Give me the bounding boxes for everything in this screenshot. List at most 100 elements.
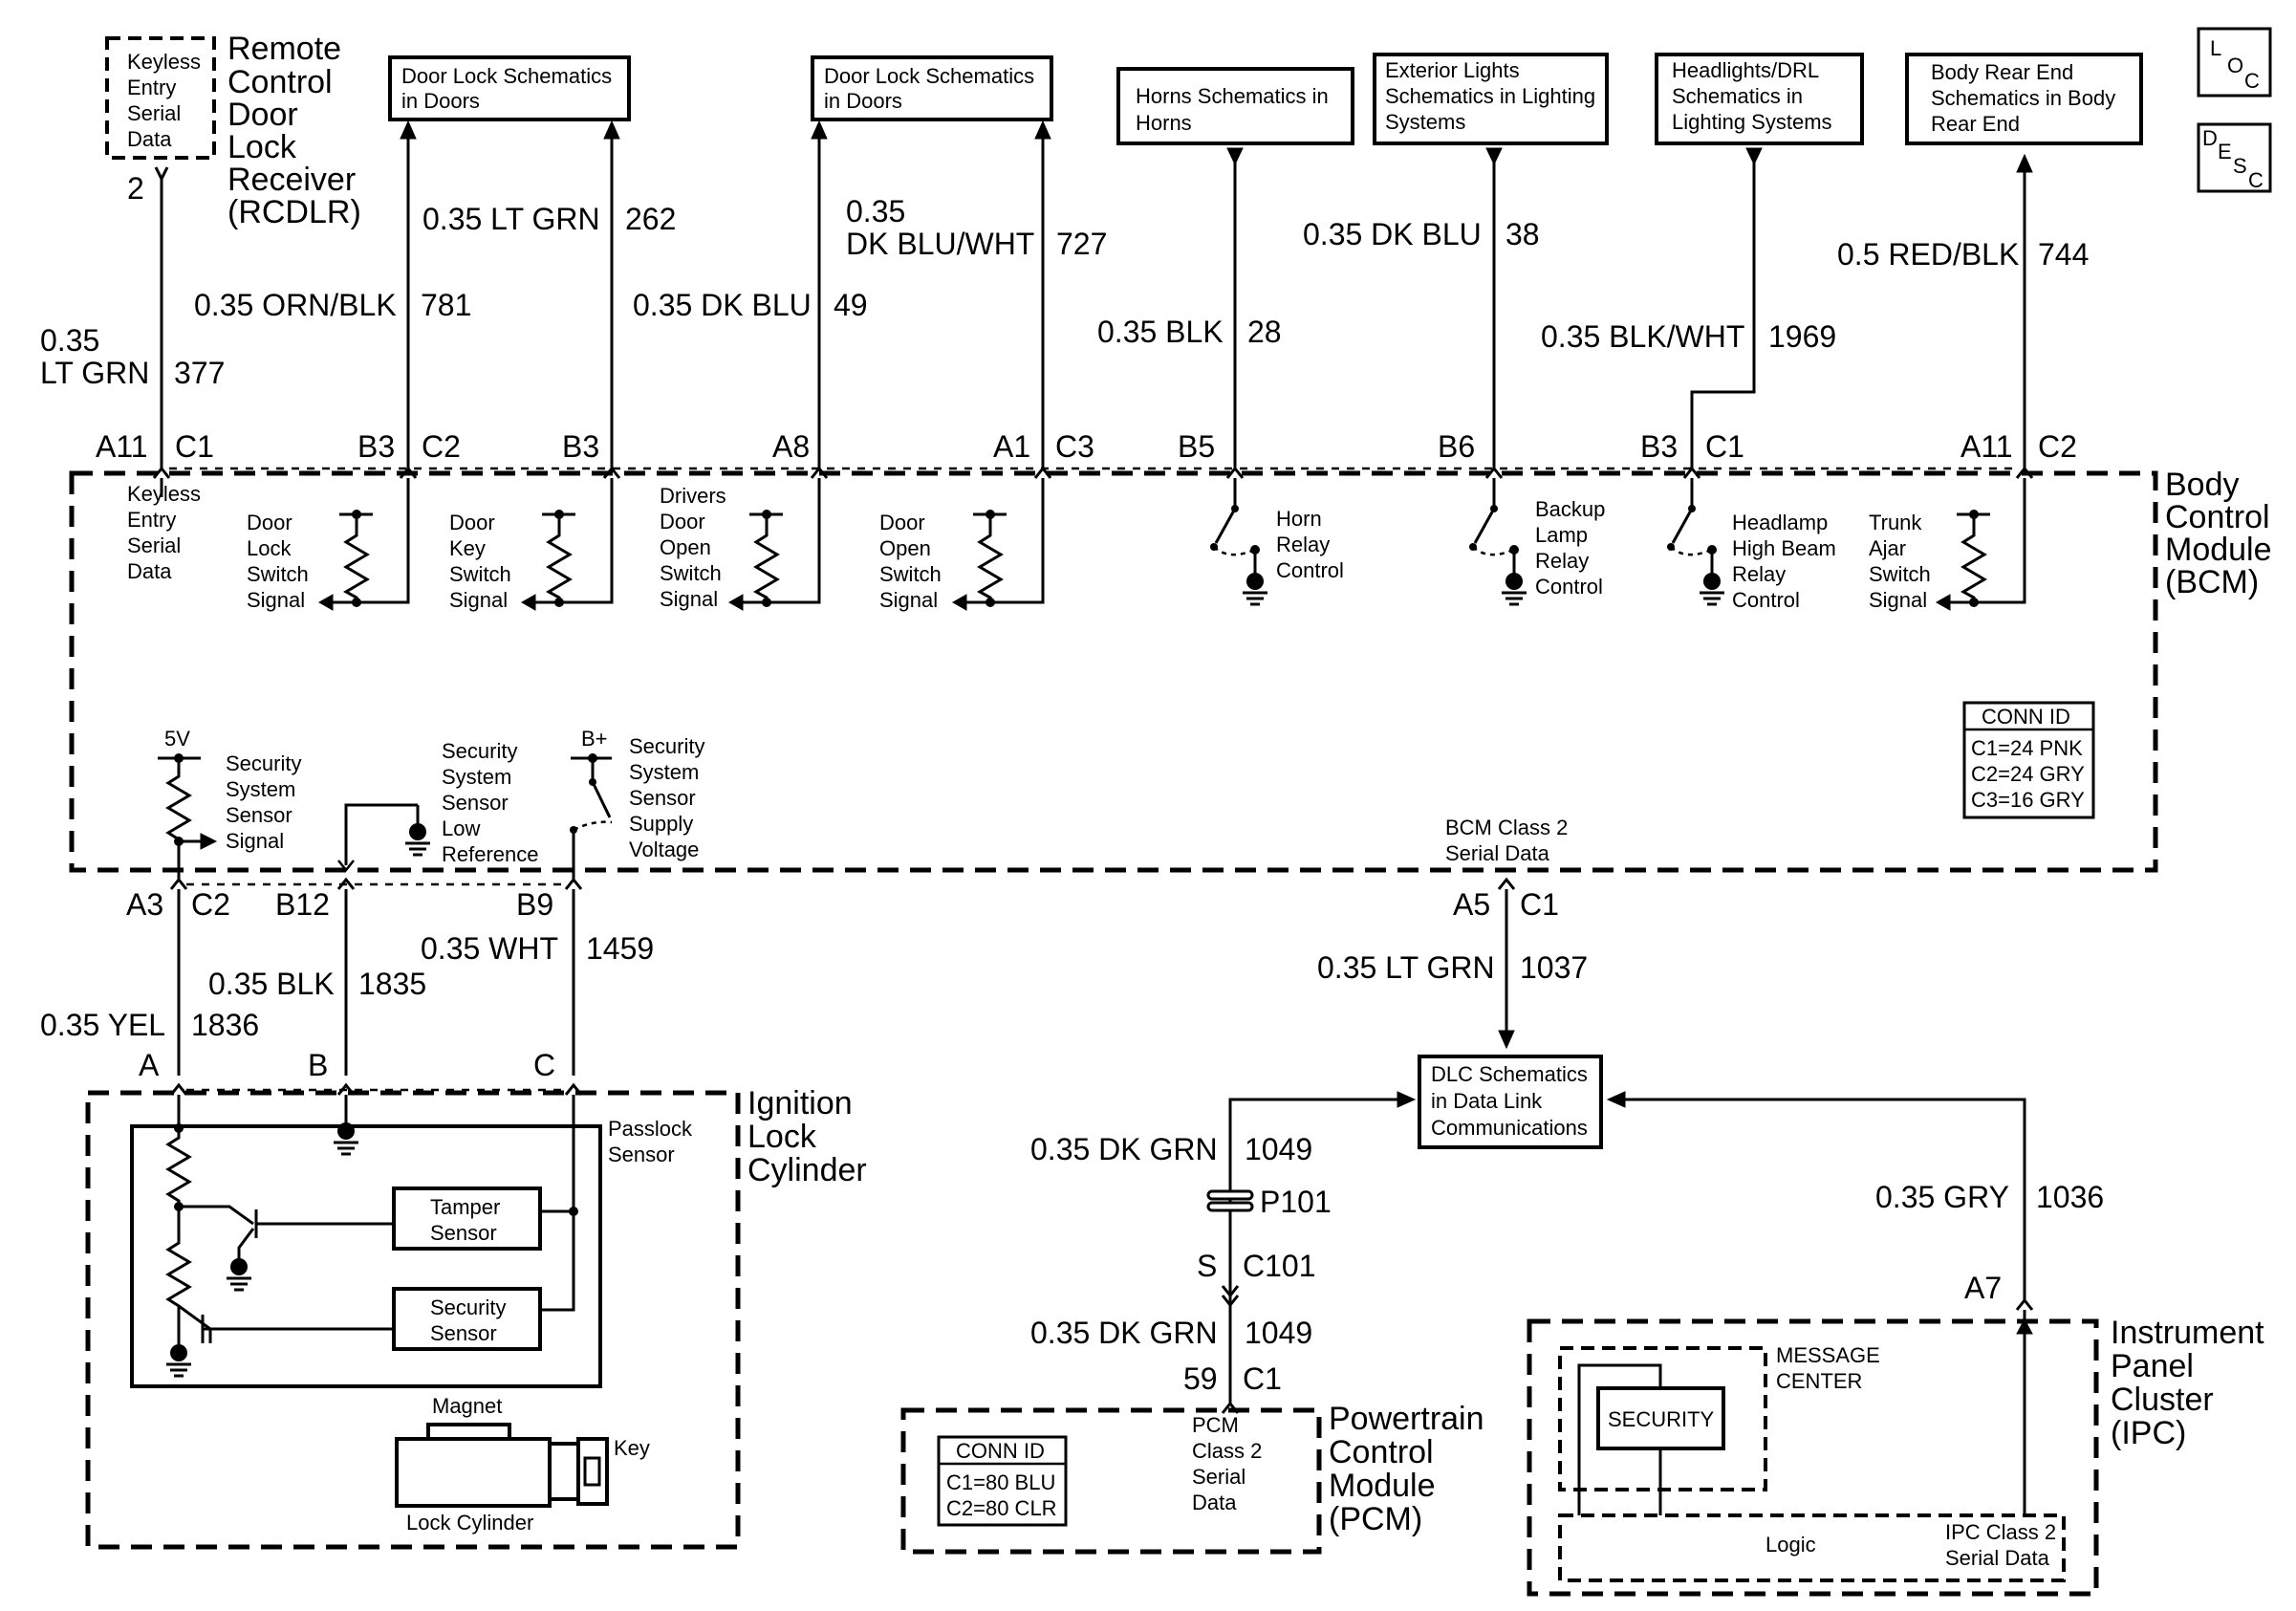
- wire-1036-circuit: 1036: [2036, 1180, 2104, 1214]
- svg-text:C: C: [2248, 168, 2264, 192]
- rcdlr-component: Keyless Entry Serial Data Remote Control…: [105, 31, 361, 230]
- wire-1969-circuit: 1969: [1768, 319, 1836, 354]
- desc-icon[interactable]: D E S C: [2197, 122, 2272, 193]
- exterior-lights-schematics-link[interactable]: Exterior Lights Schematics in Lighting S…: [1373, 53, 1609, 145]
- wire-1459-label: 0.35 WHT: [421, 931, 558, 966]
- horns-schematics-link[interactable]: Horns Schematics in Horns: [1116, 67, 1354, 145]
- svg-text:Data: Data: [127, 559, 172, 583]
- svg-text:Control: Control: [227, 64, 333, 100]
- tamper-sensor: Tamper Sensor: [392, 1186, 542, 1251]
- svg-text:SECURITY: SECURITY: [1608, 1407, 1715, 1431]
- pin-a1-c3-a: A1: [993, 429, 1030, 464]
- svg-text:(IPC): (IPC): [2111, 1415, 2186, 1451]
- svg-text:Sensor: Sensor: [430, 1321, 497, 1345]
- svg-text:(BCM): (BCM): [2165, 564, 2259, 600]
- svg-text:System: System: [629, 760, 699, 784]
- svg-text:Sensor: Sensor: [226, 803, 292, 827]
- ignition-pin-c: C: [533, 1048, 555, 1082]
- pin-b9: B9: [516, 887, 553, 922]
- svg-text:System: System: [226, 777, 295, 801]
- svg-text:Door: Door: [449, 511, 495, 534]
- svg-text:BCM Class 2: BCM Class 2: [1445, 816, 1568, 839]
- svg-text:Ajar: Ajar: [1869, 536, 1906, 560]
- svg-text:Signal: Signal: [226, 829, 284, 853]
- ipc-logic-outline: [1558, 1513, 2066, 1582]
- pcm-title: Powertrain Control Module (PCM): [1329, 1401, 1484, 1537]
- ipc-class2-serial-data-label: IPC Class 2 Serial Data: [1945, 1520, 2056, 1570]
- wire-38-circuit: 38: [1505, 217, 1540, 251]
- svg-text:S: S: [2233, 154, 2247, 178]
- svg-text:Signal: Signal: [879, 588, 938, 612]
- svg-text:Headlights/DRL: Headlights/DRL: [1672, 58, 1819, 82]
- pin-b3-c2-a: B3: [357, 429, 395, 464]
- svg-text:Signal: Signal: [1869, 588, 1927, 612]
- ignition-pin-b: B: [308, 1048, 328, 1082]
- svg-text:Module: Module: [1329, 1468, 1436, 1504]
- svg-text:Data: Data: [127, 127, 172, 151]
- svg-text:Horns Schematics in: Horns Schematics in: [1136, 84, 1329, 108]
- pcm-class2-serial-data-label: PCM Class 2 Serial Data: [1192, 1413, 1262, 1514]
- loc-icon[interactable]: L O C: [2197, 27, 2272, 98]
- svg-text:Schematics in Lighting: Schematics in Lighting: [1385, 84, 1595, 108]
- wire-1037-label: 0.35 LT GRN: [1317, 950, 1495, 985]
- svg-text:C: C: [2244, 69, 2260, 93]
- svg-text:Low: Low: [442, 816, 480, 840]
- svg-text:C3=16 GRY: C3=16 GRY: [1971, 788, 2085, 812]
- security-indicator: SECURITY: [1596, 1386, 1725, 1450]
- pin-a8: A8: [772, 429, 810, 464]
- ignition-lock-cylinder-outline: [85, 1090, 741, 1550]
- bcm-class2-serial-data-label: BCM Class 2 Serial Data: [1445, 816, 1568, 865]
- svg-text:Data: Data: [1192, 1491, 1237, 1514]
- svg-text:Tamper: Tamper: [430, 1195, 500, 1219]
- wire-744-circuit: 744: [2038, 237, 2089, 272]
- wire-28-circuit: 28: [1247, 315, 1282, 349]
- svg-text:Control: Control: [1276, 558, 1344, 582]
- ipc-module-outline: [1527, 1318, 2099, 1597]
- svg-text:PCM: PCM: [1192, 1413, 1239, 1437]
- body-rear-end-schematics-link[interactable]: Body Rear End Schematics in Body Rear En…: [1905, 53, 2143, 145]
- ipc-logic-label: Logic: [1765, 1533, 1816, 1557]
- svg-text:Keyless: Keyless: [127, 50, 201, 74]
- wire-262-label: 0.35 LT GRN: [422, 202, 600, 236]
- svg-text:Exterior Lights: Exterior Lights: [1385, 58, 1520, 82]
- wire-49-label: 0.35 DK BLU: [633, 288, 812, 322]
- svg-text:C2=80 CLR: C2=80 CLR: [946, 1496, 1057, 1520]
- pcm-pin-c1: C1: [1243, 1361, 1282, 1396]
- pin-b5: B5: [1178, 429, 1215, 464]
- svg-text:Sensor: Sensor: [629, 786, 696, 810]
- svg-text:Communications: Communications: [1431, 1116, 1588, 1140]
- svg-text:Security: Security: [442, 739, 517, 763]
- bcm-title: Body Control Module (BCM): [2165, 467, 2272, 600]
- svg-text:Control: Control: [1535, 575, 1603, 599]
- svg-text:Passlock: Passlock: [608, 1117, 693, 1141]
- svg-text:Horn: Horn: [1276, 507, 1322, 531]
- pcm-module-outline: [900, 1407, 1322, 1555]
- security-sensor-supply-voltage-circuit: B+ Security System Sensor Supply Voltage: [570, 727, 704, 880]
- pin-b3-c1-b: C1: [1705, 429, 1744, 464]
- door-lock-schematics-link-2[interactable]: Door Lock Schematics in Doors: [811, 55, 1053, 121]
- wire-262-circuit: 262: [625, 202, 676, 236]
- svg-text:Lock: Lock: [247, 536, 292, 560]
- svg-text:DLC Schematics: DLC Schematics: [1431, 1062, 1588, 1086]
- dlc-schematics-link[interactable]: DLC Schematics in Data Link Communicatio…: [1418, 1055, 1603, 1149]
- svg-text:System: System: [442, 765, 511, 789]
- message-center-label: MESSAGE CENTER: [1776, 1343, 1880, 1393]
- svg-text:Open: Open: [660, 535, 711, 559]
- door-lock-schematics-link-1[interactable]: Door Lock Schematics in Doors: [388, 55, 631, 121]
- svg-text:Serial Data: Serial Data: [1445, 841, 1550, 865]
- svg-text:E: E: [2218, 140, 2232, 163]
- wire-727-color: DK BLU/WHT: [846, 227, 1034, 261]
- pcm-pin-59: 59: [1183, 1361, 1218, 1396]
- svg-text:IPC Class 2: IPC Class 2: [1945, 1520, 2056, 1544]
- svg-text:Lamp: Lamp: [1535, 523, 1588, 547]
- backup-lamp-relay-control-circuit: Backup Lamp Relay Control: [1469, 478, 1605, 606]
- wire-744-label: 0.5 RED/BLK: [1837, 237, 2019, 272]
- wire-1836-circuit: 1836: [191, 1008, 259, 1042]
- svg-text:Receiver: Receiver: [227, 162, 356, 198]
- p101-connector: P101: [1206, 1185, 1332, 1219]
- svg-text:CONN ID: CONN ID: [956, 1439, 1045, 1463]
- headlights-drl-schematics-link[interactable]: Headlights/DRL Schematics in Lighting Sy…: [1655, 53, 1864, 145]
- wire-1459-circuit: 1459: [586, 931, 654, 966]
- svg-text:Signal: Signal: [449, 588, 508, 612]
